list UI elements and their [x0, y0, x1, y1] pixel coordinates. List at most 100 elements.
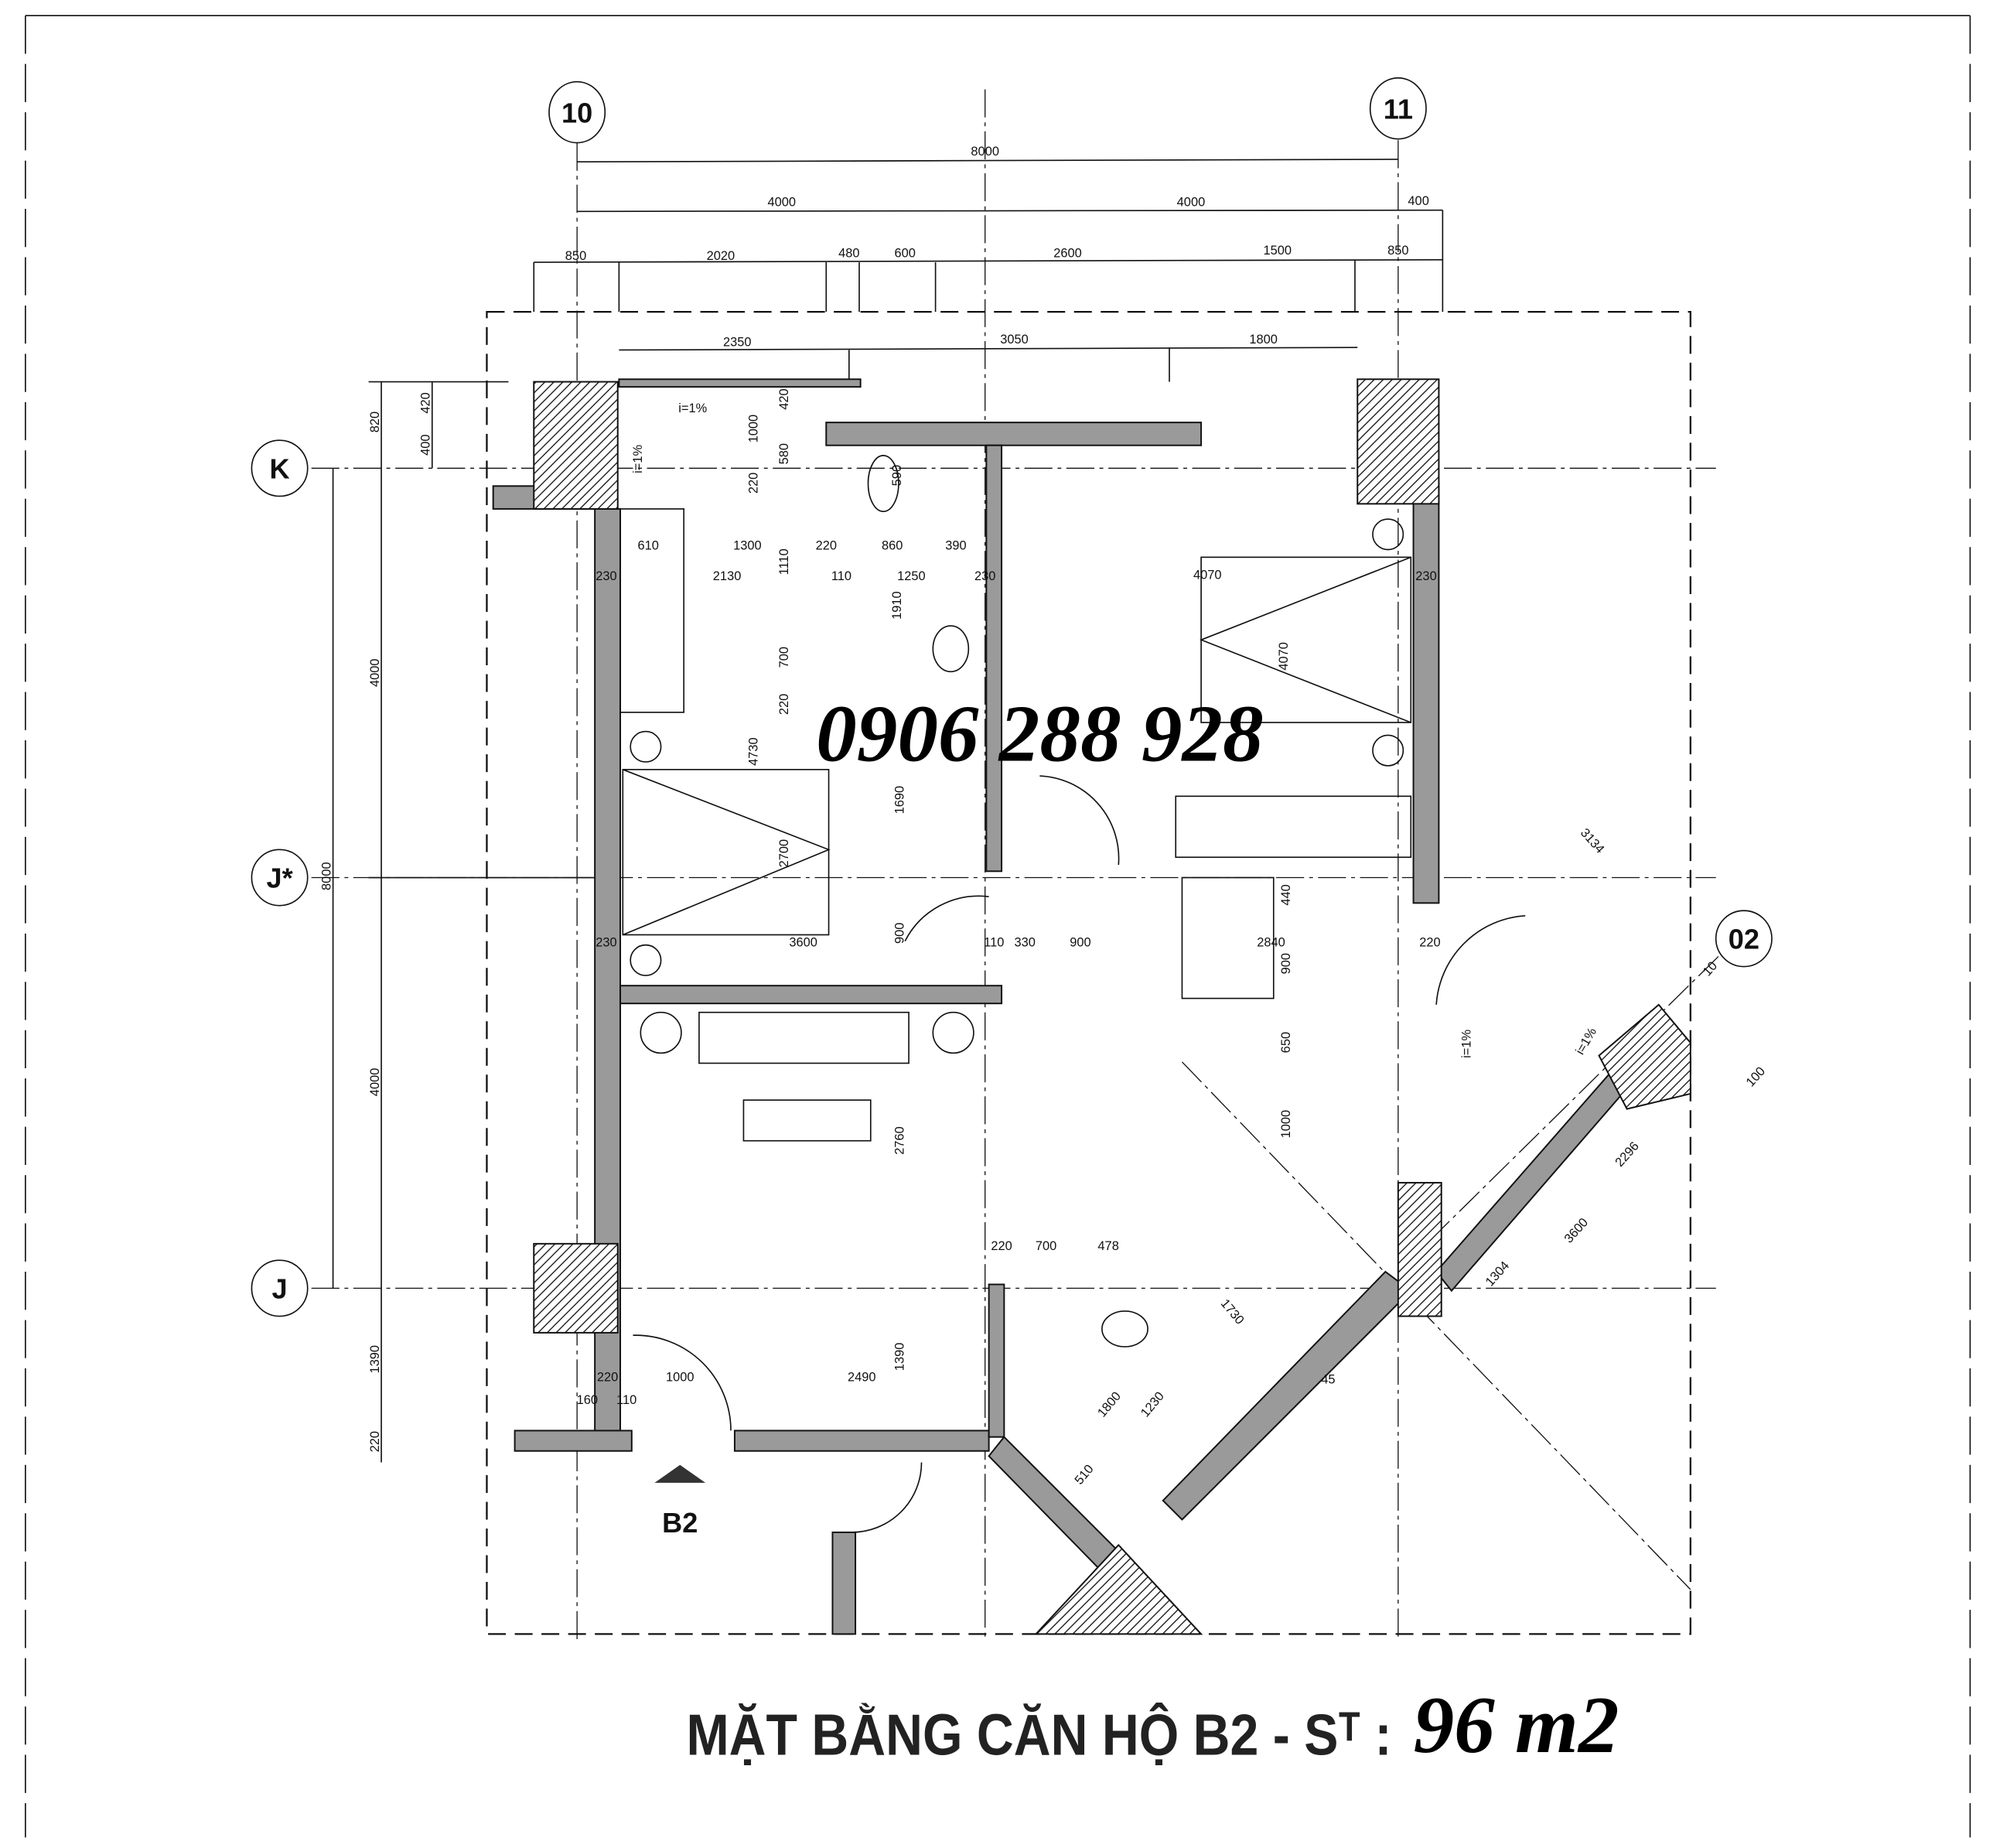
dim-label: 100 [1743, 1064, 1768, 1089]
door-swing [851, 1462, 923, 1533]
dim-label: 1500 [1263, 244, 1292, 258]
dim-label: 420 [419, 392, 433, 413]
dim-label: 230 [1415, 569, 1436, 583]
area-value: 96 m2 [1414, 1679, 1619, 1770]
dim-label: 1730 [1218, 1296, 1247, 1327]
dim-label: 4000 [767, 196, 796, 210]
dim-label: 4730 [747, 737, 761, 766]
grid-bubble-11: 11 [1369, 77, 1427, 140]
dim-label: 700 [1036, 1239, 1056, 1253]
dim-label: 1110 [777, 548, 791, 575]
dim-label: 110 [831, 569, 851, 583]
slope-label: i=1% [1573, 1025, 1599, 1057]
dim-label: 45 [1321, 1373, 1335, 1387]
dim-label: 2490 [848, 1370, 876, 1384]
dim-label: 2130 [713, 569, 742, 583]
top-dimension-labels: 8000 4000 4000 400 850 2020 480 600 2600… [565, 145, 1429, 350]
dim-label: 2600 [1053, 246, 1082, 260]
dim-label: 650 [1279, 1032, 1293, 1053]
dining-table [1181, 876, 1275, 999]
walls [492, 378, 1691, 1635]
grid-label: 10 [561, 97, 592, 128]
door-swing [1039, 775, 1120, 866]
dim-label: 440 [1279, 884, 1293, 905]
grid-label: K [270, 453, 290, 484]
dim-label: 3600 [789, 935, 817, 949]
sofa [698, 1011, 909, 1064]
dim-label: 1230 [1138, 1389, 1167, 1420]
dim-label: 220 [747, 473, 761, 494]
grid-label: 02 [1729, 924, 1759, 955]
dim-label: 820 [368, 412, 382, 432]
bed-left [622, 768, 830, 936]
dim-label: 230 [596, 935, 616, 949]
dim-label: 2350 [723, 336, 752, 350]
dim-label: 390 [945, 538, 966, 552]
dim-label: 580 [777, 443, 791, 464]
dim-label: 220 [991, 1239, 1012, 1253]
grid-label: 11 [1384, 93, 1413, 125]
slope-label: i=1% [1460, 1030, 1474, 1058]
floor-boundary [486, 311, 1691, 1635]
grid-label: J* [266, 863, 293, 894]
left-dimension-labels: 820 420 400 4000 8000 4000 1390 220 [319, 392, 432, 1452]
furniture [619, 455, 1526, 1533]
sink-icon [1101, 1310, 1148, 1348]
dim-label: 600 [894, 246, 915, 260]
dim-label: 420 [777, 388, 791, 409]
dim-label: 220 [1419, 935, 1440, 949]
dim-label: 1304 [1483, 1259, 1512, 1289]
dim-label: 590 [890, 465, 904, 486]
dim-label: 900 [1279, 953, 1293, 974]
dim-label: 10 [1700, 959, 1720, 979]
dim-label: 220 [777, 694, 791, 715]
dim-label: 1800 [1249, 333, 1278, 347]
drawing-title: MẶT BẰNG CĂN HỘ B2 - Sᵀ : 96 m2 [686, 1679, 1619, 1770]
grid-bubble-k: K [251, 439, 309, 497]
dim-label: 900 [1070, 935, 1090, 949]
dim-label: 8000 [971, 145, 999, 159]
dim-label: 1300 [733, 538, 762, 552]
door-swing [1435, 914, 1526, 1005]
dim-label: 1910 [890, 591, 904, 620]
dim-label: 4000 [368, 1068, 382, 1097]
watermark-phone-number: 0906 288 928 [816, 688, 1263, 778]
dim-label: 850 [1387, 244, 1408, 258]
dim-label: 110 [616, 1393, 636, 1407]
dim-label: 220 [816, 538, 837, 552]
dim-label: 3134 [1578, 826, 1607, 856]
grid-bubble-jstar: J* [251, 849, 309, 907]
wardrobe-left [619, 508, 685, 713]
title-text: MẶT BẰNG CĂN HỘ B2 - Sᵀ : [686, 1703, 1391, 1768]
entrance-marker: B2 [654, 1464, 706, 1539]
grid-bubble-02: 02 [1715, 910, 1773, 968]
dim-label: 3050 [1000, 333, 1029, 347]
unit-label: B2 [662, 1507, 698, 1539]
dim-label: 1000 [747, 415, 761, 443]
dim-label: 2700 [777, 839, 791, 868]
dim-label: 850 [565, 249, 586, 263]
dim-label: 1000 [1279, 1110, 1293, 1139]
toilet-icon [867, 455, 899, 513]
dim-label: 230 [596, 569, 616, 583]
sink-icon [932, 625, 970, 673]
dim-label: 220 [597, 1370, 618, 1384]
dim-label: 4070 [1277, 642, 1291, 671]
dim-label: 160 [577, 1393, 598, 1407]
dim-label: 110 [984, 935, 1004, 949]
dim-label: 3600 [1561, 1215, 1591, 1245]
dim-label: 400 [1408, 194, 1428, 208]
dim-label: 2760 [893, 1126, 907, 1155]
dim-label: 1800 [1095, 1389, 1124, 1420]
dim-label: 610 [637, 538, 658, 552]
dim-label: 8000 [319, 862, 333, 890]
coffee-table [742, 1099, 872, 1142]
dim-label: 330 [1015, 935, 1036, 949]
left-dimension-lines [332, 381, 598, 1463]
dim-label: 4070 [1193, 568, 1222, 582]
slope-label: i=1% [631, 445, 645, 473]
door-swing [633, 1334, 732, 1431]
dim-label: 4000 [368, 658, 382, 687]
dim-label: 510 [1072, 1462, 1096, 1488]
